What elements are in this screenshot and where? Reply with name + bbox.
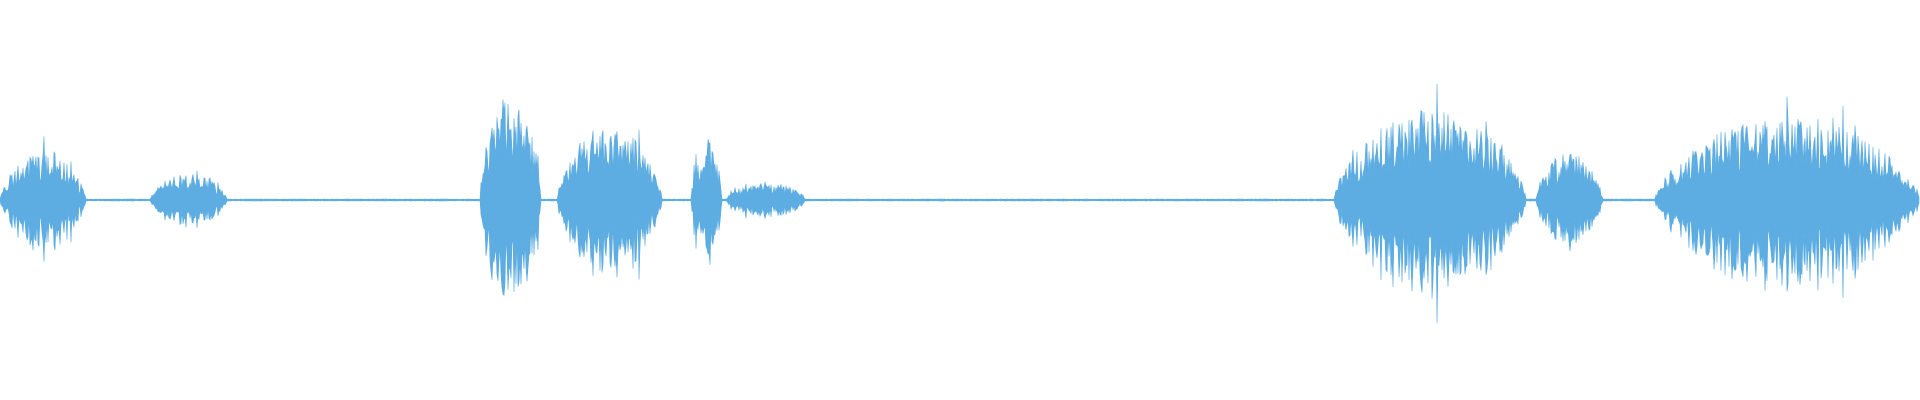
waveform-path <box>0 83 1920 323</box>
